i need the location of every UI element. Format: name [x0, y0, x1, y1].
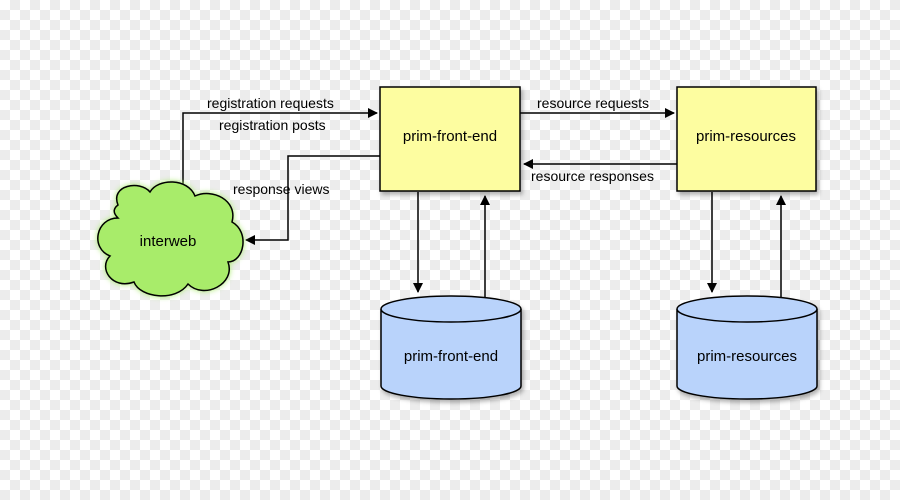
registration-posts-label: registration posts [219, 117, 326, 133]
front-end-label: prim-front-end [403, 128, 497, 145]
response-views-label: response views [233, 181, 330, 197]
resources-db-node: prim-resources [676, 295, 818, 400]
front-end-node: prim-front-end [379, 86, 521, 192]
resources-label: prim-resources [696, 128, 796, 145]
front-end-db-body [380, 309, 522, 400]
interweb-cloud [97, 181, 244, 297]
response-views-arrow [245, 155, 380, 245]
resources-db-body [676, 309, 818, 400]
resources-box [676, 86, 817, 192]
interweb-node: interweb [97, 181, 244, 297]
front-end-db-top [380, 295, 522, 323]
front-end-box [379, 86, 521, 192]
resource-requests-label: resource requests [537, 95, 649, 111]
interweb-label: interweb [140, 233, 197, 250]
resources-node: prim-resources [676, 86, 817, 192]
registration-requests-label: registration requests [207, 95, 334, 111]
resources-db-label: prim-resources [697, 348, 797, 365]
edges [182, 108, 786, 300]
front-end-db-node: prim-front-end [380, 295, 522, 400]
resources-db-top [676, 295, 818, 323]
front-end-db-label: prim-front-end [404, 348, 498, 365]
registration-arrow [182, 108, 378, 190]
resource-responses-label: resource responses [531, 168, 654, 184]
